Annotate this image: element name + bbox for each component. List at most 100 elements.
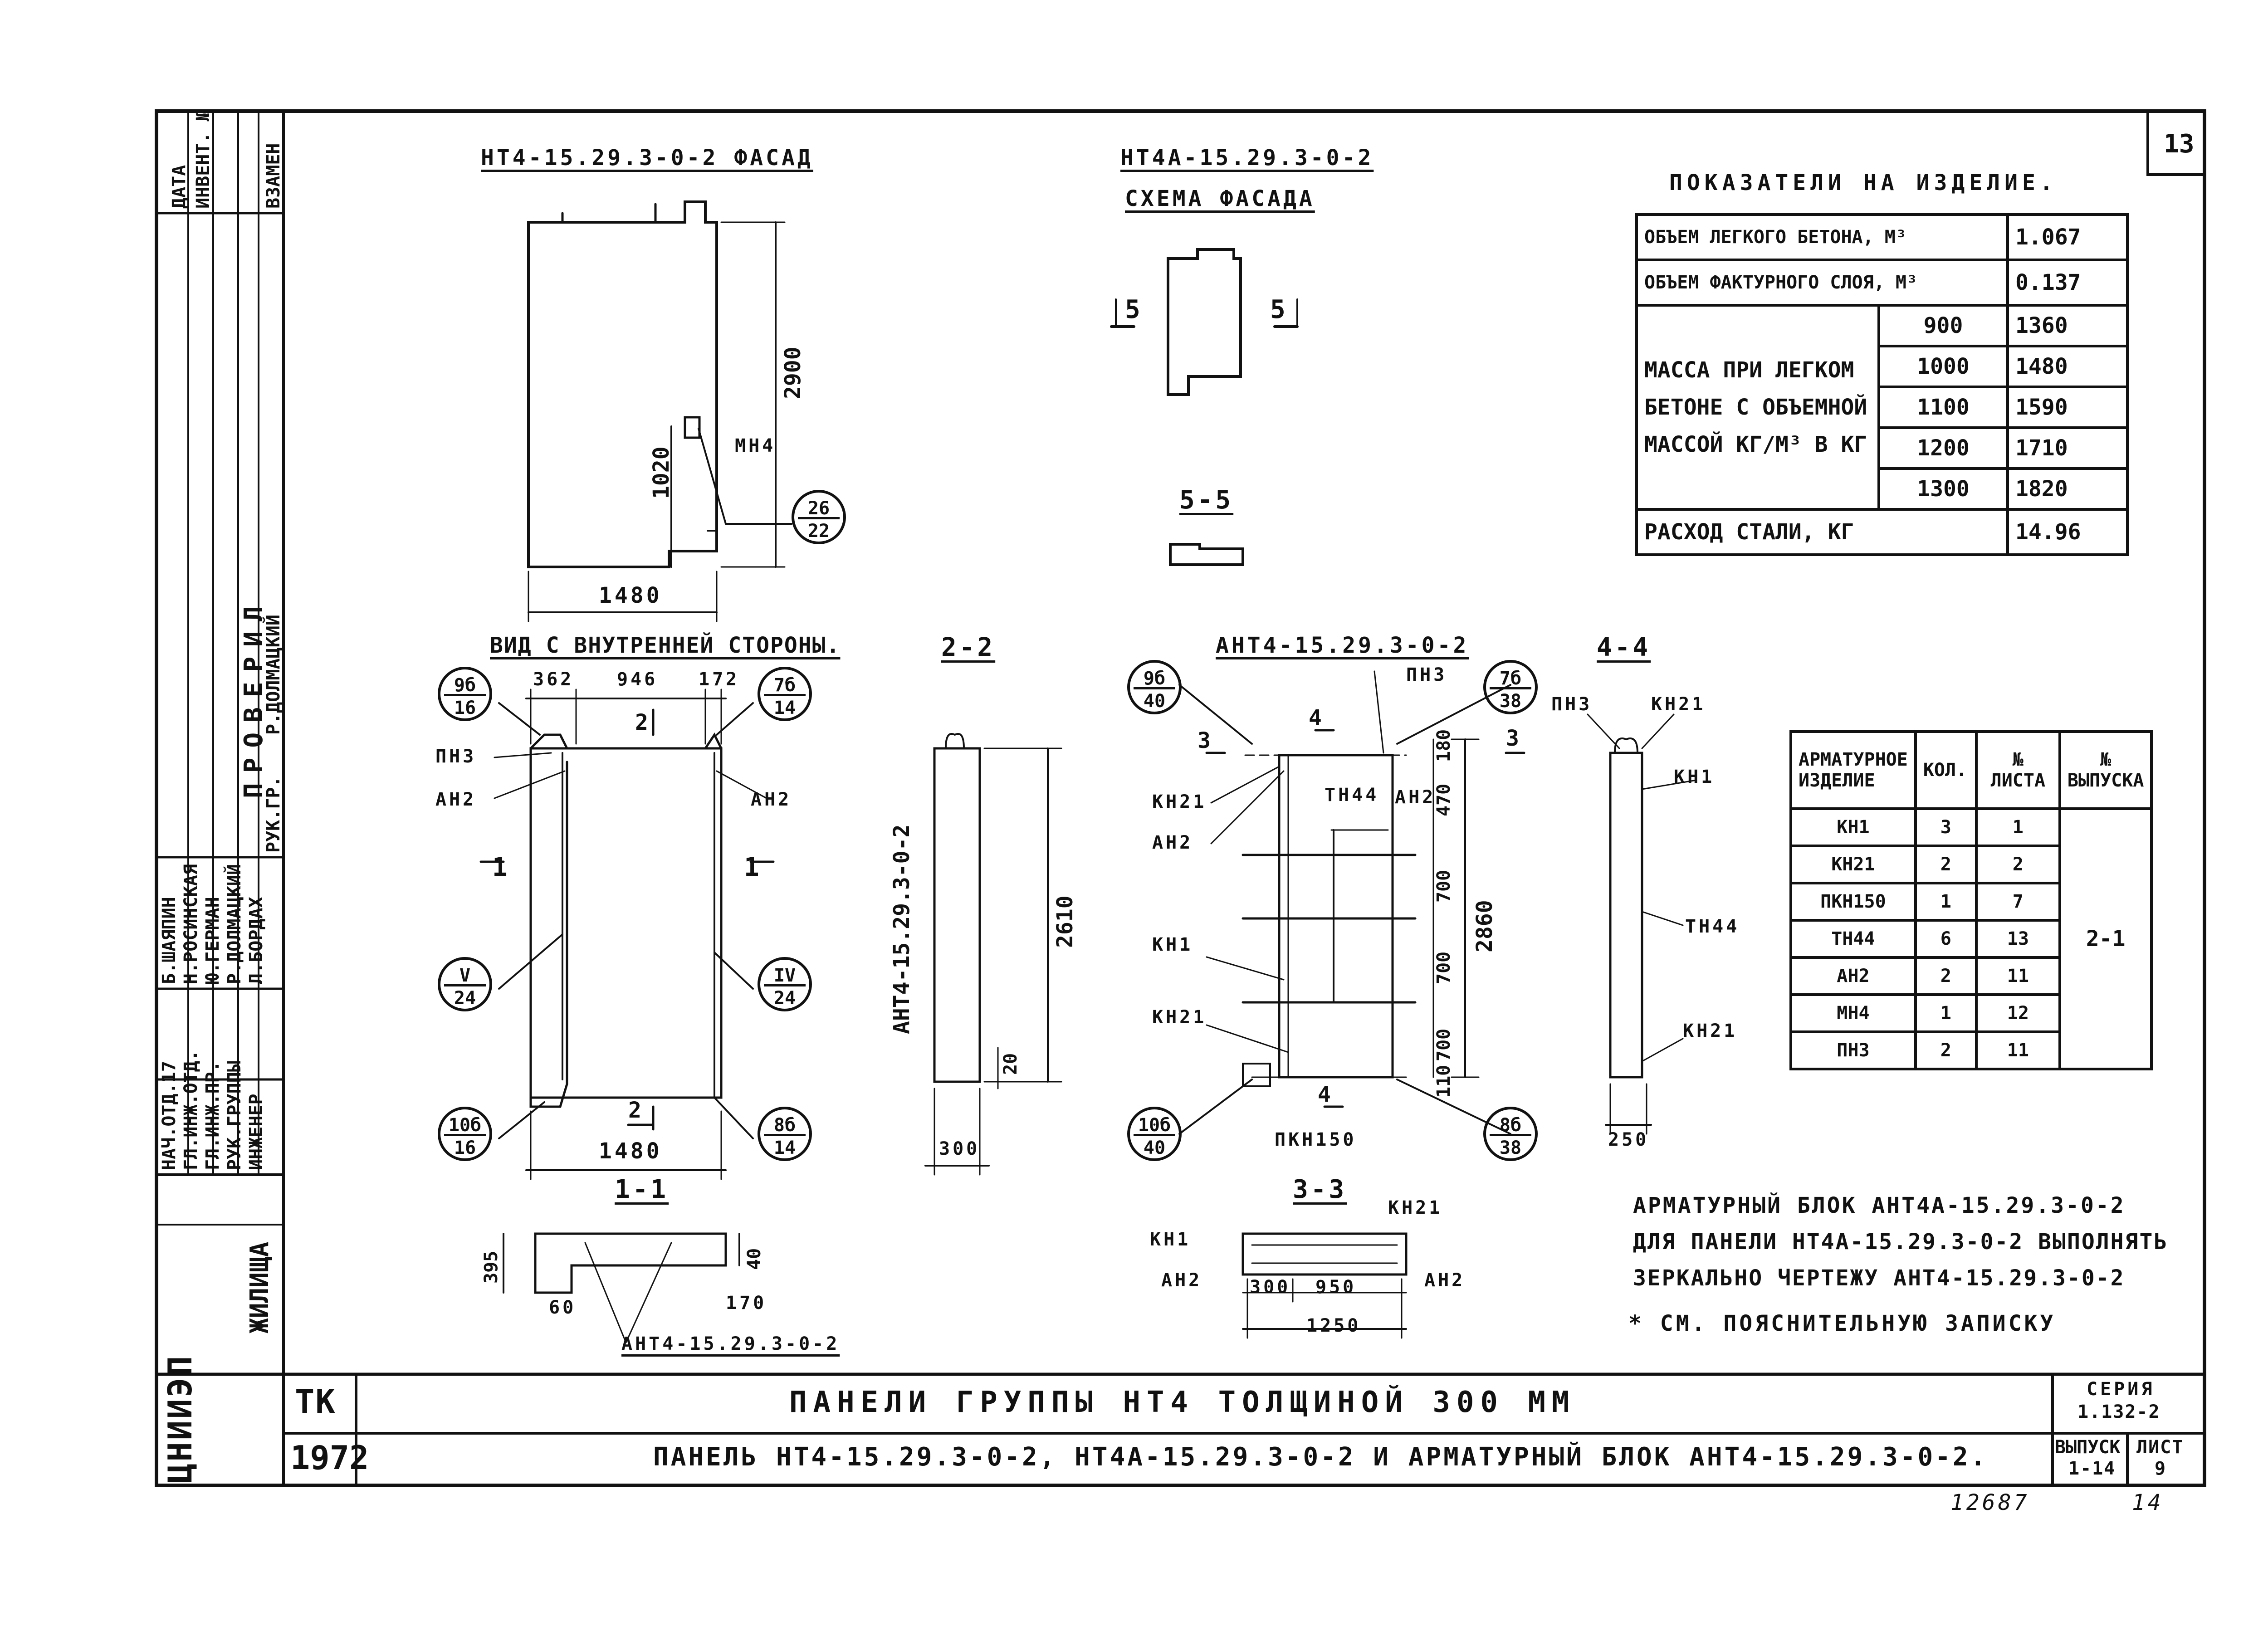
vert-block-label: АНТ4-15.29.3-0-2	[889, 824, 914, 1034]
dim-700-2: 700	[1433, 951, 1454, 984]
rebar-header: № ЛИСТА	[1975, 730, 2061, 810]
dim-1480-facade: 1480	[599, 583, 662, 608]
rebar-sheet: 1	[1975, 807, 2061, 847]
dim-2900: 2900	[780, 347, 806, 399]
rebar-sheet: 7	[1975, 882, 2061, 922]
series-value: 1.132-2	[2077, 1401, 2160, 1422]
rebar-sheet: 12	[1975, 993, 2061, 1033]
stamp-name-5: Л.БОРДАХ	[246, 897, 267, 984]
mark-kn21-44-bottom: КН21	[1683, 1021, 1738, 1041]
issue-label: ВЫПУСК	[2055, 1437, 2121, 1458]
rebar-item: КН1	[1789, 807, 1917, 847]
stamp-role-1: НАЧ.ОТД.17	[159, 1061, 180, 1170]
rebar-header: АРМАТУРНОЕ ИЗДЕЛИЕ	[1789, 730, 1917, 810]
title-year: 1972	[290, 1439, 369, 1477]
title-tk: ТК	[295, 1382, 336, 1421]
rebar-sheet: 11	[1975, 956, 2061, 996]
rebar-qty: 6	[1914, 919, 1978, 959]
cut-4-top: 4	[1309, 705, 1325, 731]
rebar-item: ТН44	[1789, 919, 1917, 959]
cut-5-right: 5	[1270, 295, 1288, 324]
sheet-label: ЛИСТ	[2136, 1437, 2184, 1458]
sheet-number: 13	[2164, 129, 2195, 159]
stamp-org-logo: ЦНИИЭП	[161, 1354, 199, 1483]
stamp-name-4: Р.ДОЛМАЦКИЙ	[224, 864, 245, 984]
ind-density: 900	[1877, 304, 2009, 347]
section-4-4: 4-4	[1597, 633, 1651, 662]
cut-1-left: 1	[492, 853, 510, 882]
indicators-title: ПОКАЗАТЕЛИ НА ИЗДЕЛИЕ.	[1669, 170, 2058, 195]
rebar-header: № ВЫПУСКА	[2058, 730, 2153, 810]
rebar-issue: 2-1	[2058, 807, 2153, 1070]
dim-395: 395	[481, 1250, 502, 1284]
rebar-qty: 2	[1914, 956, 1978, 996]
rebar-sheet: 11	[1975, 1030, 2061, 1070]
rebar-item: ПКН150	[1789, 882, 1917, 922]
stamp-role-3: ГЛ.ИНЖ.ПР.	[202, 1061, 223, 1170]
rebar-item: ПН3	[1789, 1030, 1917, 1070]
mark-pkn150: ПКН150	[1275, 1129, 1357, 1150]
ind-mass: 1360	[2006, 304, 2129, 347]
mark-an2-right: АН2	[751, 789, 792, 810]
mark-kn21-44-top: КН21	[1651, 694, 1706, 715]
cut-3-left: 3	[1198, 728, 1213, 753]
dim-170: 170	[726, 1293, 767, 1313]
cut-3-right: 3	[1506, 726, 1522, 751]
rebar-qty: 1	[1914, 882, 1978, 922]
dim-110: 110	[1433, 1064, 1454, 1098]
dim-1020: 1020	[649, 446, 674, 499]
dim-40: 40	[744, 1248, 765, 1270]
mark-kn21-block-low: КН21	[1152, 1007, 1207, 1028]
rebar-item: МН4	[1789, 993, 1917, 1033]
rebar-qty: 1	[1914, 993, 1978, 1033]
dim-172: 172	[699, 669, 740, 690]
mark-mn4: МН4	[735, 435, 776, 456]
cut-5-left: 5	[1125, 295, 1143, 324]
section-2-2: 2-2	[941, 633, 996, 662]
sheet-value: 9	[2155, 1458, 2169, 1479]
note-line-4: * СМ. ПОЯСНИТЕЛЬНУЮ ЗАПИСКУ	[1628, 1311, 2056, 1336]
stamp-name-1: Б.ШАЯПИН	[159, 897, 180, 984]
mark-an2-block-right: АН2	[1395, 787, 1436, 808]
stamp-role-4: РУК.ГРУППЫ	[224, 1061, 245, 1170]
section-5-5: 5-5	[1179, 485, 1234, 515]
indicators-table: ОБЪЕМ ЛЕГКОГО БЕТОНА, М³ 1.067 ОБЪЕМ ФАК…	[1635, 213, 2129, 556]
ind-steel-value: 14.96	[2006, 508, 2129, 556]
ind-row-label: ОБЪЕМ ЛЕГКОГО БЕТОНА, М³	[1635, 213, 2009, 261]
inner-view-title: ВИД С ВНУТРЕННЕЙ СТОРОНЫ.	[490, 633, 841, 658]
rebar-item: КН21	[1789, 845, 1917, 884]
stamp-role-2: ГЛ.ИНЖ.ОТД.	[181, 1050, 201, 1170]
block-title: АНТ4-15.29.3-0-2	[1216, 633, 1469, 658]
ind-mass: 1710	[2006, 426, 2129, 470]
mark-pn3: ПН3	[435, 746, 477, 767]
title-line-1: ПАНЕЛИ ГРУППЫ НТ4 ТОЛЩИНОЙ 300 ММ	[789, 1386, 1576, 1419]
cut-1-right: 1	[744, 853, 762, 882]
dim-700-1: 700	[1433, 869, 1454, 903]
rebar-header: КОЛ.	[1914, 730, 1978, 810]
dim-950: 950	[1315, 1277, 1357, 1298]
series-label: СЕРИЯ	[2087, 1379, 2155, 1400]
stamp-replace: ВЗАМЕН	[263, 143, 284, 209]
mark-an2-33-left: АН2	[1161, 1270, 1202, 1291]
dim-1480-inner: 1480	[599, 1138, 662, 1164]
ind-mass: 1590	[2006, 386, 2129, 429]
dim-20: 20	[1000, 1053, 1021, 1075]
section-1-1: 1-1	[615, 1175, 669, 1204]
mark-kn21-33: КН21	[1388, 1197, 1443, 1218]
stamp-name-2: Н.РОСИНСКАЯ	[181, 864, 201, 984]
ind-density: 1000	[1877, 345, 2009, 388]
stamp-name-3: Ю.ГЕРМАН	[202, 897, 223, 984]
ind-row-value: 0.137	[2006, 259, 2129, 307]
mark-tn44-44: ТН44	[1685, 916, 1740, 937]
ind-mass: 1480	[2006, 345, 2129, 388]
footer-number: 12687	[1950, 1490, 2030, 1515]
stamp-checked-role: РУК.ГР.	[263, 776, 284, 853]
